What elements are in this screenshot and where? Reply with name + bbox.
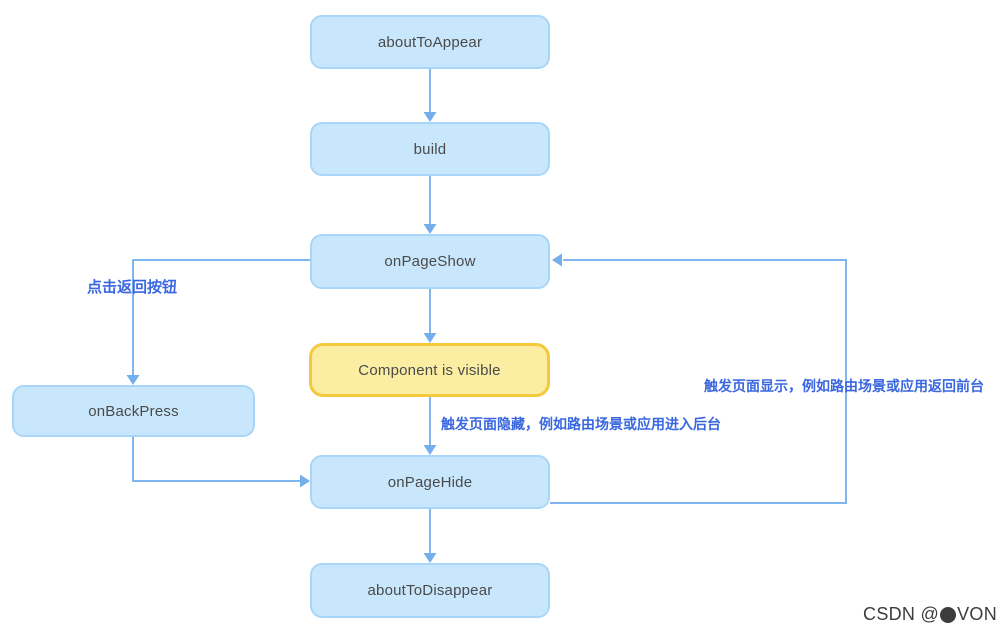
- arrowhead-down-onpageshow: [423, 224, 437, 234]
- arrowhead-down-build: [423, 112, 437, 122]
- edge-label-back-press: 点击返回按钮: [87, 279, 178, 296]
- watermark-text-before: CSDN @: [863, 604, 940, 624]
- arrowhead-down-onbackpress: [126, 375, 140, 385]
- edge-onpageshow-onbackpress: [132, 259, 310, 376]
- arrowhead-left-onpageshow: [552, 253, 562, 267]
- flow-node-onbackpress: onBackPress: [12, 385, 255, 437]
- edge-onpagehide-onpageshow: [550, 259, 847, 504]
- watermark-text-after: VON: [957, 604, 997, 624]
- arrowhead-down-component: [423, 333, 437, 343]
- arrowhead-down-abouttodisappear: [423, 553, 437, 563]
- flow-node-onpageshow: onPageShow: [310, 234, 550, 289]
- avatar-circle-icon: [940, 606, 957, 623]
- flow-node-abouttodisappear: aboutToDisappear: [310, 563, 550, 618]
- edge-onbackpress-onpagehide: [132, 437, 301, 482]
- edge-label-page-hide: 触发页面隐藏，例如路由场景或应用进入后台: [441, 416, 721, 432]
- edge-label-page-show: 触发页面显示，例如路由场景或应用返回前台: [704, 378, 984, 394]
- flow-node-component-visible: Component is visible: [309, 343, 550, 397]
- flow-node-abouttoappear: aboutToAppear: [310, 15, 550, 69]
- flow-node-onpagehide: onPageHide: [310, 455, 550, 509]
- watermark: CSDN @ VON: [863, 604, 997, 625]
- arrowhead-right-onpagehide: [300, 474, 310, 488]
- arrowhead-down-onpagehide: [423, 445, 437, 455]
- flow-node-build: build: [310, 122, 550, 176]
